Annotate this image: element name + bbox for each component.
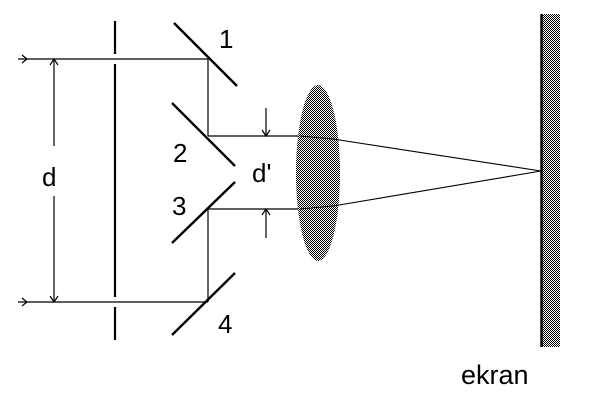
dimension-d-prime-label: d' bbox=[252, 158, 271, 188]
dimension-d-arrow bbox=[49, 57, 59, 304]
dimension-d-label: d bbox=[42, 162, 56, 192]
focused-rays bbox=[299, 135, 542, 210]
mirror-1 bbox=[173, 22, 238, 87]
screen-label: ekran bbox=[461, 360, 529, 390]
projection-screen bbox=[540, 14, 560, 347]
mirror-2 bbox=[171, 102, 236, 167]
mirror-3 bbox=[171, 181, 236, 244]
lens bbox=[296, 85, 340, 261]
mirror-2-label: 2 bbox=[173, 138, 187, 168]
dimension-d-prime-arrows bbox=[261, 108, 271, 238]
mirror-4-label: 4 bbox=[218, 309, 232, 339]
mirror-1-label: 1 bbox=[219, 24, 233, 54]
incoming-beam-top bbox=[18, 54, 208, 64]
incoming-beam-bottom bbox=[18, 297, 208, 307]
reflected-beams bbox=[207, 59, 300, 302]
mirror-4 bbox=[171, 272, 236, 336]
mirror-3-label: 3 bbox=[172, 191, 186, 221]
